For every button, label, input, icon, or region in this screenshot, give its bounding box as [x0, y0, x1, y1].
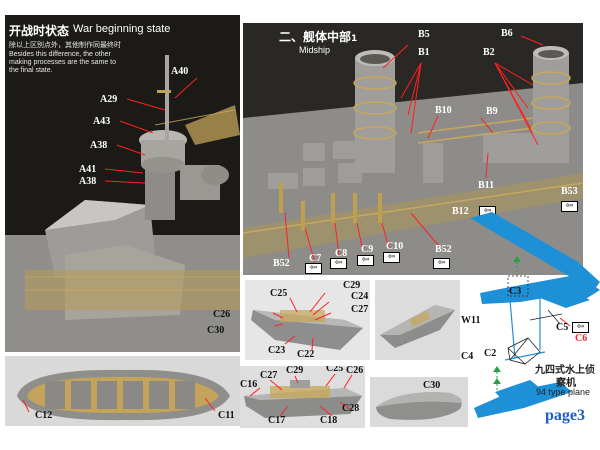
superstructure-photo — [5, 15, 240, 352]
midship-photo — [243, 23, 583, 275]
label-b52-right: B52 — [435, 244, 452, 255]
label-c10: C10 — [386, 241, 404, 252]
war-state-note-en: Besides this difference, the other makin… — [9, 51, 116, 74]
label-a40: A40 — [171, 66, 189, 77]
label-b10: B10 — [435, 105, 452, 116]
label-c25: C25 — [270, 288, 288, 299]
direction-arrow-c5: ⇦ — [572, 322, 589, 333]
plane-caption-en: 94 type plane — [536, 387, 591, 397]
war-state-title-cn: 开战时状态 — [9, 24, 70, 38]
motorboat-photo — [240, 366, 365, 428]
plane-caption-cn-2: 察机 — [556, 378, 576, 389]
plane-caption-cn-1: 九四式水上侦 — [535, 365, 595, 376]
panel-boat-hull: C30 — [370, 377, 468, 427]
label-c28: C28 — [342, 403, 360, 414]
label-b6: B6 — [501, 28, 513, 39]
label-c2: C2 — [484, 348, 497, 359]
label-c22: C22 — [297, 349, 315, 360]
label-c11: C11 — [218, 410, 235, 421]
midship-title-en: Midship — [299, 45, 331, 55]
panel-small-boat — [375, 280, 460, 360]
label-c30b: C30 — [423, 380, 441, 391]
direction-arrow-b52-right: ⇦ — [433, 258, 450, 269]
direction-arrow-c9: ⇦ — [357, 255, 374, 266]
label-c18: C18 — [320, 415, 338, 426]
midship-title-cn-text: 二、舰体中部 — [279, 30, 352, 44]
label-c4: C4 — [461, 351, 474, 362]
label-b9: B9 — [486, 106, 498, 117]
label-b53: B53 — [561, 186, 578, 197]
midship-title-num: 1 — [351, 34, 358, 44]
label-a41: A41 — [79, 164, 97, 175]
label-c16: C16 — [240, 379, 258, 390]
war-state-title-en: War beginning state — [73, 23, 171, 35]
boat-detail-photo — [245, 280, 370, 360]
war-state-note-cn: 除以上区别点外，其他制作同最终时 — [9, 42, 121, 49]
direction-arrow-b53: ⇦ — [561, 201, 578, 212]
panel-lifeboat: C12 C11 — [5, 356, 240, 426]
label-b5: B5 — [418, 29, 430, 40]
label-c24: C24 — [351, 291, 369, 302]
label-a38-bottom: A38 — [79, 176, 97, 187]
label-c5: C5 — [556, 322, 569, 333]
direction-arrow-c8: ⇦ — [330, 258, 347, 269]
direction-arrow-b12: ⇦ — [479, 206, 496, 217]
label-c17: C17 — [268, 415, 286, 426]
lifeboat-photo — [5, 356, 240, 426]
label-c26-outer: C26 — [213, 309, 231, 320]
label-c8: C8 — [335, 248, 348, 259]
label-b1: B1 — [418, 47, 430, 58]
label-a43: A43 — [93, 116, 111, 127]
panel-motorboat: C16 C27 C29 C25 C26 C17 C18 C28 — [240, 366, 365, 428]
direction-arrow-c10: ⇦ — [383, 252, 400, 263]
page-number: page3 — [545, 407, 585, 424]
label-c30-outer: C30 — [207, 325, 225, 336]
label-c27b: C27 — [260, 370, 278, 381]
label-c23: C23 — [268, 345, 286, 356]
label-c6: C6 — [575, 333, 588, 344]
direction-arrow-c7: ⇦ — [305, 263, 322, 274]
label-c29: C29 — [343, 280, 361, 291]
boat-hull-photo — [370, 377, 468, 427]
midship-title-cn: 二、舰体中部1 — [279, 28, 357, 45]
label-a38-top: A38 — [90, 140, 108, 151]
label-b2: B2 — [483, 47, 495, 58]
label-c3: C3 — [509, 286, 522, 297]
label-c25b: C25 — [326, 366, 344, 374]
small-boat-photo — [375, 280, 460, 360]
label-b11: B11 — [478, 180, 495, 191]
panel-boat-detail: C25 C29 C24 C27 C26 C30 C23 C22 — [245, 280, 370, 360]
label-b12: B12 — [452, 206, 469, 217]
label-c29b: C29 — [286, 366, 304, 376]
label-c26b: C26 — [346, 366, 364, 376]
label-c7: C7 — [309, 253, 322, 264]
label-c9: C9 — [361, 244, 374, 255]
label-c12: C12 — [35, 410, 53, 421]
label-w11: W11 — [461, 315, 481, 326]
panel-war-beginning: 开战时状态 War beginning state 除以上区别点外，其他制作同最… — [5, 15, 240, 352]
label-c27: C27 — [351, 304, 369, 315]
panel-midship: 二、舰体中部1 Midship B5 B1 B6 B2 B10 B9 B11 B… — [243, 23, 583, 275]
label-a29: A29 — [100, 94, 118, 105]
label-b52-left: B52 — [273, 258, 290, 269]
